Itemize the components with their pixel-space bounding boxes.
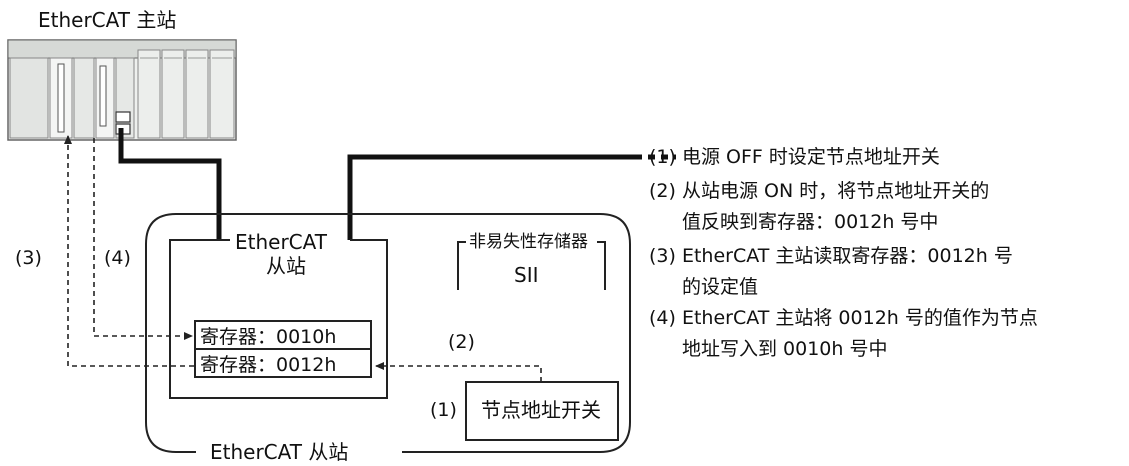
step-3-line1: (3) EtherCAT 主站读取寄存器：0012h 号 [649, 245, 1013, 267]
arrow-label-4: (4) [104, 247, 131, 269]
switch-label: 节点地址开关 [481, 398, 601, 422]
step-4-line2: 地址写入到 0010h 号中 [682, 338, 888, 360]
arrow-label-3: (3) [15, 247, 42, 269]
nonvolatile-bracket-right [597, 241, 606, 290]
step-3-line2: 的设定值 [682, 276, 759, 298]
sii-label: SII [514, 263, 539, 287]
slave-inner-frame [169, 239, 388, 399]
step-1: (1) 电源 OFF 时设定节点地址开关 [649, 146, 940, 168]
slave-title-line1: EtherCAT [233, 230, 329, 254]
nonvolatile-label: 非易失性存储器 [469, 232, 588, 252]
cable-master-to-slave [118, 128, 222, 240]
slave-outer-frame [145, 213, 631, 453]
cable-slave-out [347, 154, 635, 240]
arrow-4-path [93, 138, 193, 340]
step-4-line1: (4) EtherCAT 主站将 0012h 号的值作为节点 [649, 307, 1038, 329]
slave-outer-label: EtherCAT 从站 [206, 442, 353, 462]
switch-marker: (1) [430, 399, 457, 421]
register-0012h: 寄存器：0012h [194, 348, 372, 378]
slave-title-line2: 从站 [266, 254, 306, 278]
master-title: EtherCAT 主站 [38, 8, 177, 32]
arrow-3-path [64, 135, 194, 367]
step-2-line2: 值反映到寄存器：0012h 号中 [682, 211, 939, 233]
switch-box [465, 381, 619, 441]
plc-master-device [7, 39, 237, 141]
nonvolatile-bracket-left [457, 241, 466, 290]
arrow-label-2: (2) [448, 331, 475, 353]
step-2-line1: (2) 从站电源 ON 时，将节点地址开关的 [649, 180, 990, 202]
register-0010h: 寄存器：0010h [194, 320, 372, 350]
arrow-2-path [375, 362, 542, 382]
